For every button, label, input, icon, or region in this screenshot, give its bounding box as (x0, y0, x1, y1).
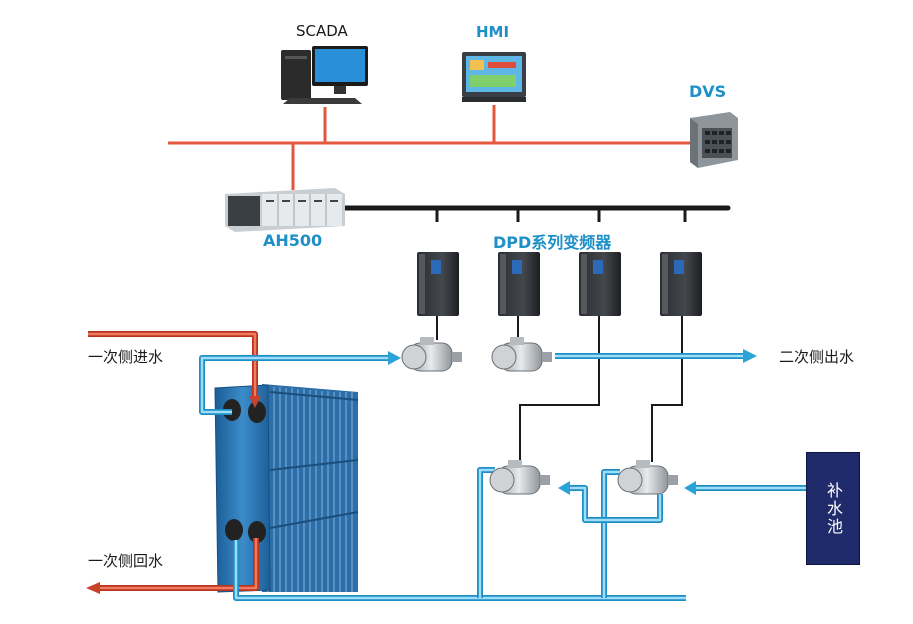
drive-1-icon (417, 252, 459, 316)
pump-motor-4-icon (617, 460, 678, 495)
makeup-tank-label: 补水池 (824, 481, 843, 536)
primary-inlet-label: 一次侧进水 (88, 348, 164, 366)
scada-computer-icon (281, 46, 368, 104)
pump-motor-3-icon (489, 460, 550, 495)
secondary-outlet-label: 二次侧出水 (779, 348, 855, 366)
pump-motor-1-icon (401, 337, 462, 372)
ethernet-network (168, 105, 738, 190)
primary-return-label: 一次侧回水 (88, 552, 164, 570)
pump-motor-2-icon (491, 337, 552, 372)
drive-4-icon (660, 252, 702, 316)
makeup-tank: 补水池 (806, 452, 860, 565)
scada-label: SCADA (296, 22, 348, 40)
motor-cables (436, 316, 683, 462)
ah500-label: AH500 (263, 231, 323, 250)
dvs-label: DVS (689, 82, 727, 101)
fieldbus-line (342, 205, 731, 222)
dvs-switch-icon (690, 112, 738, 168)
secondary-cold-pipes (199, 349, 806, 601)
drive-3-icon (579, 252, 621, 316)
drives-label: DPD系列变频器 (493, 233, 612, 252)
drive-2-icon (498, 252, 540, 316)
ah500-plc-icon (225, 188, 345, 232)
hmi-label: HMI (476, 23, 510, 41)
primary-hot-pipes (86, 331, 261, 594)
hmi-panel-icon (462, 52, 526, 102)
